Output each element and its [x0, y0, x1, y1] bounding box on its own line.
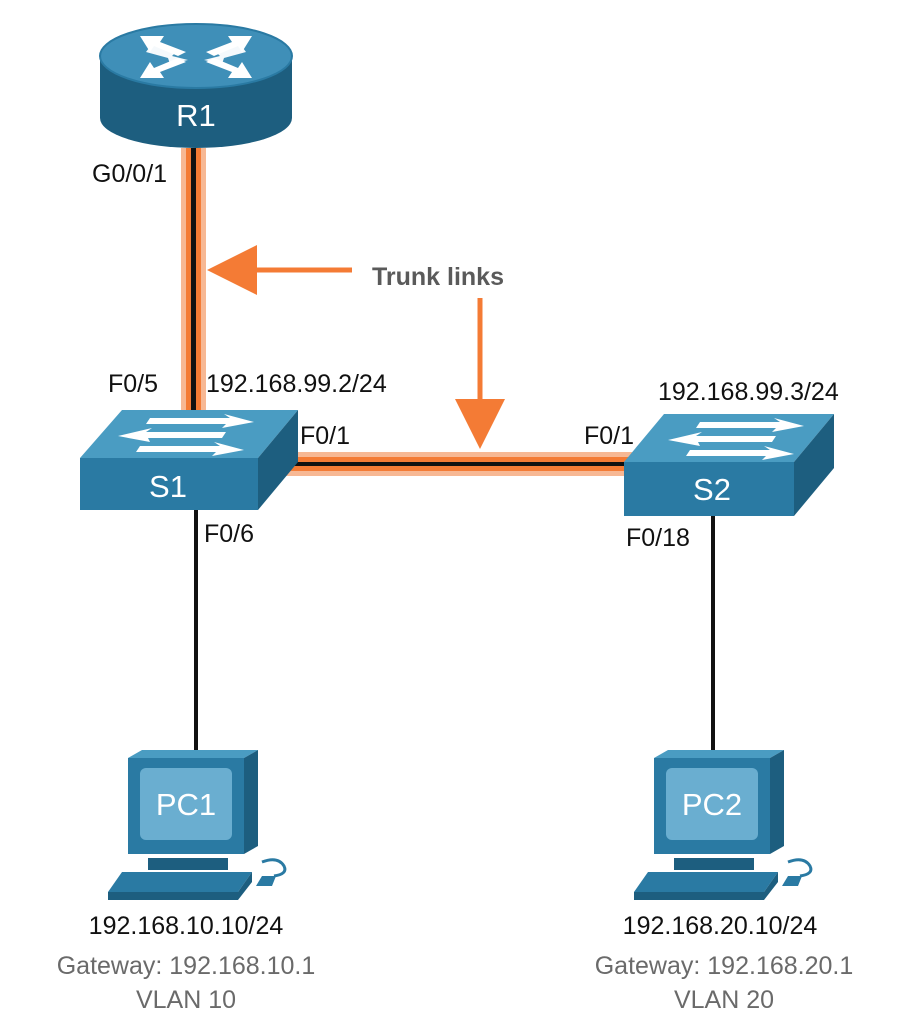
- switch-name: S1: [149, 469, 187, 504]
- pc1-ip-label: 192.168.10.10/24: [89, 912, 284, 940]
- switch-s1[interactable]: S1: [80, 410, 298, 510]
- pc-pc2[interactable]: PC2: [634, 750, 813, 900]
- switch-s2[interactable]: S2: [624, 414, 834, 516]
- switch-icon: [624, 414, 834, 516]
- router-icon: [99, 23, 293, 148]
- trunk-link-r1-s1: [181, 148, 206, 416]
- r1-port-label: G0/0/1: [92, 160, 167, 188]
- pc-name: PC2: [682, 787, 742, 822]
- pc-name: PC1: [156, 787, 216, 822]
- pc2-ip-label: 192.168.20.10/24: [623, 912, 818, 940]
- s2-ip-label: 192.168.99.3/24: [658, 378, 839, 406]
- s1-port-up-label: F0/5: [108, 370, 158, 398]
- s1-ip-label: 192.168.99.2/24: [206, 370, 387, 398]
- trunk-links-label: Trunk links: [372, 263, 504, 291]
- router-r1[interactable]: R1: [99, 23, 293, 148]
- s1-port-down-label: F0/6: [204, 520, 254, 548]
- switch-icon: [80, 410, 298, 510]
- s2-port-trunk-label: F0/1: [584, 422, 634, 450]
- s1-port-trunk-label: F0/1: [300, 422, 350, 450]
- pc-pc1[interactable]: PC1: [108, 750, 287, 900]
- pc1-gateway-label: Gateway: 192.168.10.1: [57, 952, 316, 980]
- pc1-vlan-label: VLAN 10: [136, 986, 236, 1014]
- trunk-link-s1-s2: [270, 452, 632, 476]
- router-name: R1: [176, 98, 216, 133]
- workstation-icon: [108, 750, 287, 900]
- pc2-vlan-label: VLAN 20: [674, 986, 774, 1014]
- switch-name: S2: [693, 472, 731, 507]
- workstation-icon: [634, 750, 813, 900]
- s2-port-down-label: F0/18: [626, 524, 690, 552]
- pc2-gateway-label: Gateway: 192.168.20.1: [595, 952, 854, 980]
